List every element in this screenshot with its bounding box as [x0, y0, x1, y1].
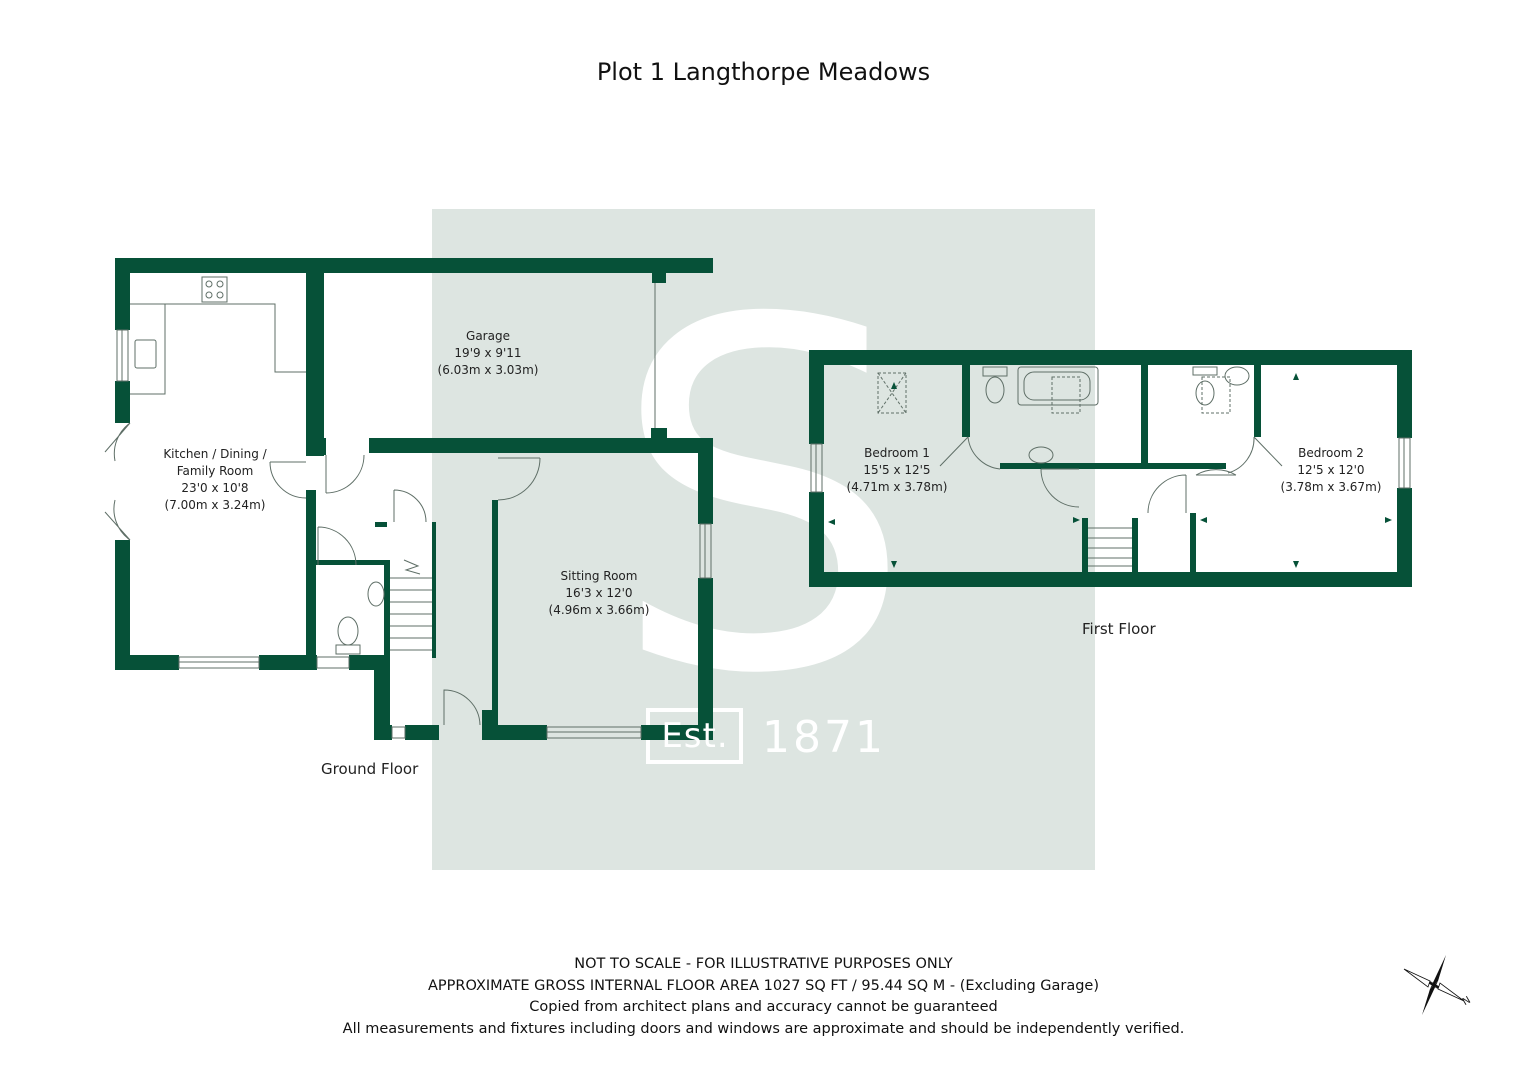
room-name: Sitting Room [560, 569, 638, 583]
disclaimer-line: All measurements and fixtures including … [342, 1020, 1185, 1037]
room-label-bedroom2: Bedroom 2 12'5 x 12'0 (3.78m x 3.67m) [1266, 445, 1396, 496]
room-label-sitting: Sitting Room 16'3 x 12'0 (4.96m x 3.66m) [534, 568, 664, 619]
room-name: Garage [466, 329, 510, 343]
ceiling-height-markers [828, 373, 1392, 568]
room-dimensions-imperial: 19'9 x 9'11 [454, 346, 522, 360]
watermark-year: 1871 [762, 712, 886, 763]
room-dimensions-imperial: 16'3 x 12'0 [565, 586, 633, 600]
disclaimer-line: NOT TO SCALE - FOR ILLUSTRATIVE PURPOSES… [574, 956, 953, 972]
watermark-est: Est. [661, 716, 729, 756]
room-name: Kitchen / Dining / [163, 447, 267, 461]
room-dimensions-metric: (4.71m x 3.78m) [846, 480, 948, 494]
room-dimensions-imperial: 12'5 x 12'0 [1297, 463, 1365, 477]
ground-floor-fixtures [104, 276, 712, 739]
disclaimer: NOT TO SCALE - FOR ILLUSTRATIVE PURPOSES… [0, 954, 1527, 1040]
first-floor-label: First Floor [1082, 620, 1156, 638]
ground-stairs [390, 559, 432, 651]
room-dimensions-metric: (7.00m x 3.24m) [164, 498, 266, 512]
disclaimer-line: APPROXIMATE GROSS INTERNAL FLOOR AREA 10… [427, 977, 1100, 994]
room-name: Bedroom 2 [1298, 446, 1364, 460]
room-name: Bedroom 1 [864, 446, 930, 460]
room-label-garage: Garage 19'9 x 9'11 (6.03m x 3.03m) [423, 328, 553, 379]
watermark-panel [432, 209, 1095, 870]
room-dimensions-imperial: 15'5 x 12'5 [863, 463, 931, 477]
room-label-bedroom1: Bedroom 1 15'5 x 12'5 (4.71m x 3.78m) [832, 445, 962, 496]
page-title: Plot 1 Langthorpe Meadows [596, 58, 931, 86]
room-dimensions-metric: (6.03m x 3.03m) [437, 363, 539, 377]
watermark-letter: S [610, 220, 915, 779]
room-dimensions-metric: (4.96m x 3.66m) [548, 603, 650, 617]
ground-floor-walls [115, 258, 713, 740]
room-dimensions-metric: (3.78m x 3.67m) [1280, 480, 1382, 494]
ground-floor-label: Ground Floor [321, 760, 419, 778]
first-floor-fixtures [810, 366, 1411, 567]
first-floor-walls [809, 350, 1412, 587]
disclaimer-line: Copied from architect plans and accuracy… [529, 999, 998, 1015]
compass-icon [1403, 955, 1465, 1015]
room-label-kitchen: Kitchen / Dining / Family Room 23'0 x 10… [140, 446, 290, 514]
watermark: S [432, 209, 1095, 870]
room-name: Family Room [176, 464, 254, 478]
room-dimensions-imperial: 23'0 x 10'8 [181, 481, 249, 495]
